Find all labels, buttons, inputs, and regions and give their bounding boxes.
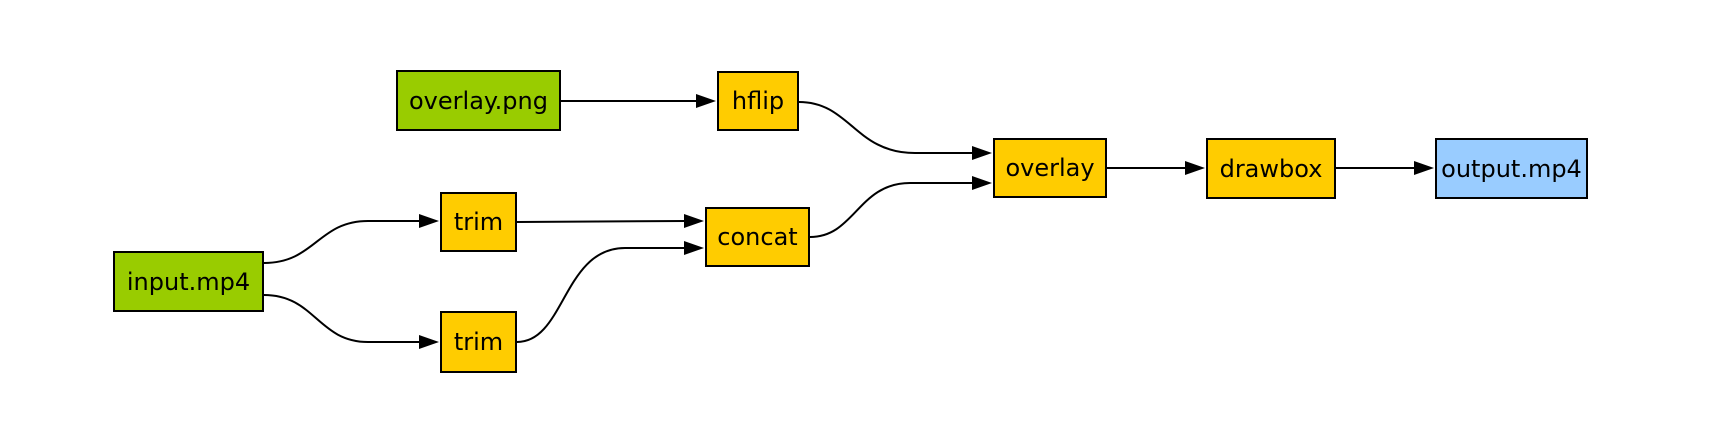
node-label: drawbox: [1219, 154, 1323, 183]
node-input-mp4: input.mp4: [113, 251, 264, 312]
arrowhead-icon: [419, 335, 439, 349]
arrowhead-icon: [419, 214, 439, 228]
node-label: concat: [717, 223, 798, 251]
node-label: input.mp4: [126, 267, 251, 296]
node-trim-top: trim: [440, 192, 517, 252]
node-label: trim: [453, 328, 504, 356]
node-label: hflip: [731, 87, 785, 115]
node-concat: concat: [705, 207, 810, 267]
node-trim-bottom: trim: [440, 311, 517, 373]
node-label: trim: [453, 208, 504, 236]
arrowhead-icon: [972, 146, 992, 160]
node-overlay: overlay: [993, 138, 1107, 198]
node-label: overlay: [1005, 154, 1095, 182]
arrowhead-icon: [1414, 161, 1434, 175]
edge-input-mp4-to-trim-bottom: [263, 294, 420, 343]
arrowhead-icon: [696, 94, 716, 108]
arrowhead-icon: [684, 241, 704, 255]
arrowhead-icon: [684, 214, 704, 228]
edge-hflip-to-overlay: [798, 101, 973, 154]
node-label: output.mp4: [1441, 154, 1582, 183]
arrowhead-icon: [972, 176, 992, 190]
arrowhead-icon: [1185, 161, 1205, 175]
node-output-mp4: output.mp4: [1435, 138, 1588, 199]
edge-trim-bottom-to-concat: [516, 247, 685, 343]
node-overlay-png: overlay.png: [396, 70, 561, 131]
node-drawbox: drawbox: [1206, 138, 1336, 199]
edge-input-mp4-to-trim-top: [263, 220, 420, 264]
edge-concat-to-overlay: [809, 182, 973, 238]
edge-trim-top-to-concat: [516, 220, 687, 223]
node-label: overlay.png: [409, 86, 548, 115]
node-hflip: hflip: [717, 71, 799, 131]
